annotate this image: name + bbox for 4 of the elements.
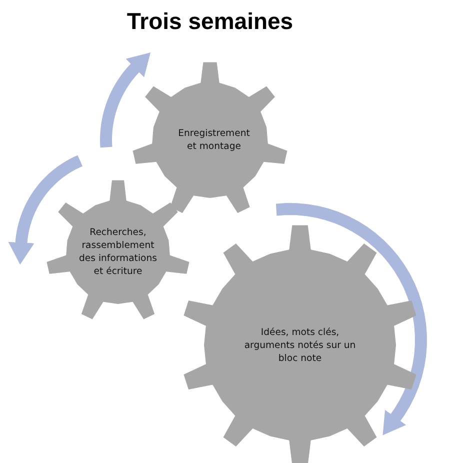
gear-label: Idées, mots clés, arguments notés sur un bloc note — [243, 326, 357, 364]
title: Trois semaines — [126, 8, 294, 35]
gear-label: Enregistrement et montage — [177, 127, 251, 153]
gear-label: Recherches, rassemblement des informations et écriture — [78, 226, 158, 278]
